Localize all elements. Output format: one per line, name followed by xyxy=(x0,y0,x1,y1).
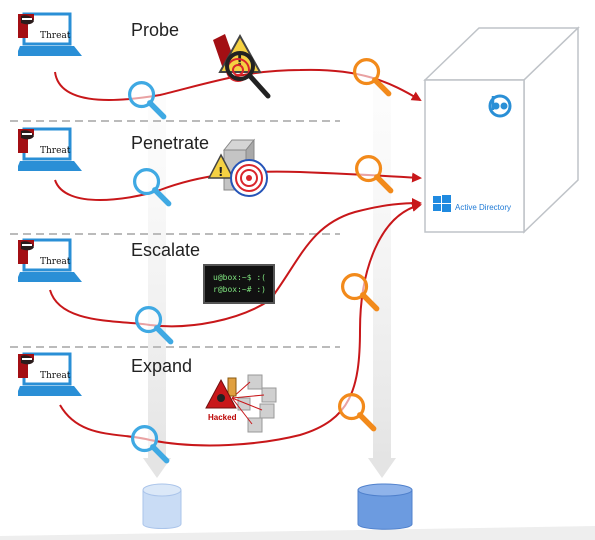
probe-icon: ! xyxy=(213,33,271,99)
stage-label-penetrate: Penetrate xyxy=(131,133,210,153)
svg-text:!: ! xyxy=(218,165,223,179)
terminal-line-user: u@box:~$ :( xyxy=(213,273,266,282)
orange-magnifier-icon xyxy=(355,60,389,94)
threat-label: Threat xyxy=(40,146,71,156)
terminal-line-root: r@box:~# :) xyxy=(213,285,266,294)
penetrate-icon: ! xyxy=(207,138,268,197)
threat-label: Threat xyxy=(40,31,71,41)
stage-label-probe: Probe xyxy=(131,20,180,40)
expand-icon xyxy=(205,374,277,433)
blue-flow-arrow xyxy=(143,458,171,478)
active-directory-label: Active Directory xyxy=(455,203,512,212)
stage-separators xyxy=(10,120,340,348)
threat-label: Threat xyxy=(40,257,71,267)
hacked-label: Hacked xyxy=(208,413,237,422)
orange-flow-column xyxy=(373,80,391,458)
product-logo-icon xyxy=(488,94,512,118)
orange-magnifier-icon xyxy=(343,275,377,309)
orange-flow-arrow xyxy=(368,458,396,478)
stage-label-expand: Expand xyxy=(131,356,193,376)
escalate-terminal: u@box:~$ :( r@box:~# :) xyxy=(203,264,275,304)
database-dark-icon xyxy=(357,483,413,530)
attack-path-expand xyxy=(59,202,422,447)
threat-label: Threat xyxy=(40,371,71,381)
orange-magnifier-icon xyxy=(340,395,374,429)
database-light-icon xyxy=(142,483,182,529)
stage-label-escalate: Escalate xyxy=(131,240,201,260)
svg-text:!: ! xyxy=(236,51,243,70)
windows-logo-icon xyxy=(433,195,451,212)
floor-shadow xyxy=(0,526,595,540)
server-box xyxy=(423,26,580,234)
